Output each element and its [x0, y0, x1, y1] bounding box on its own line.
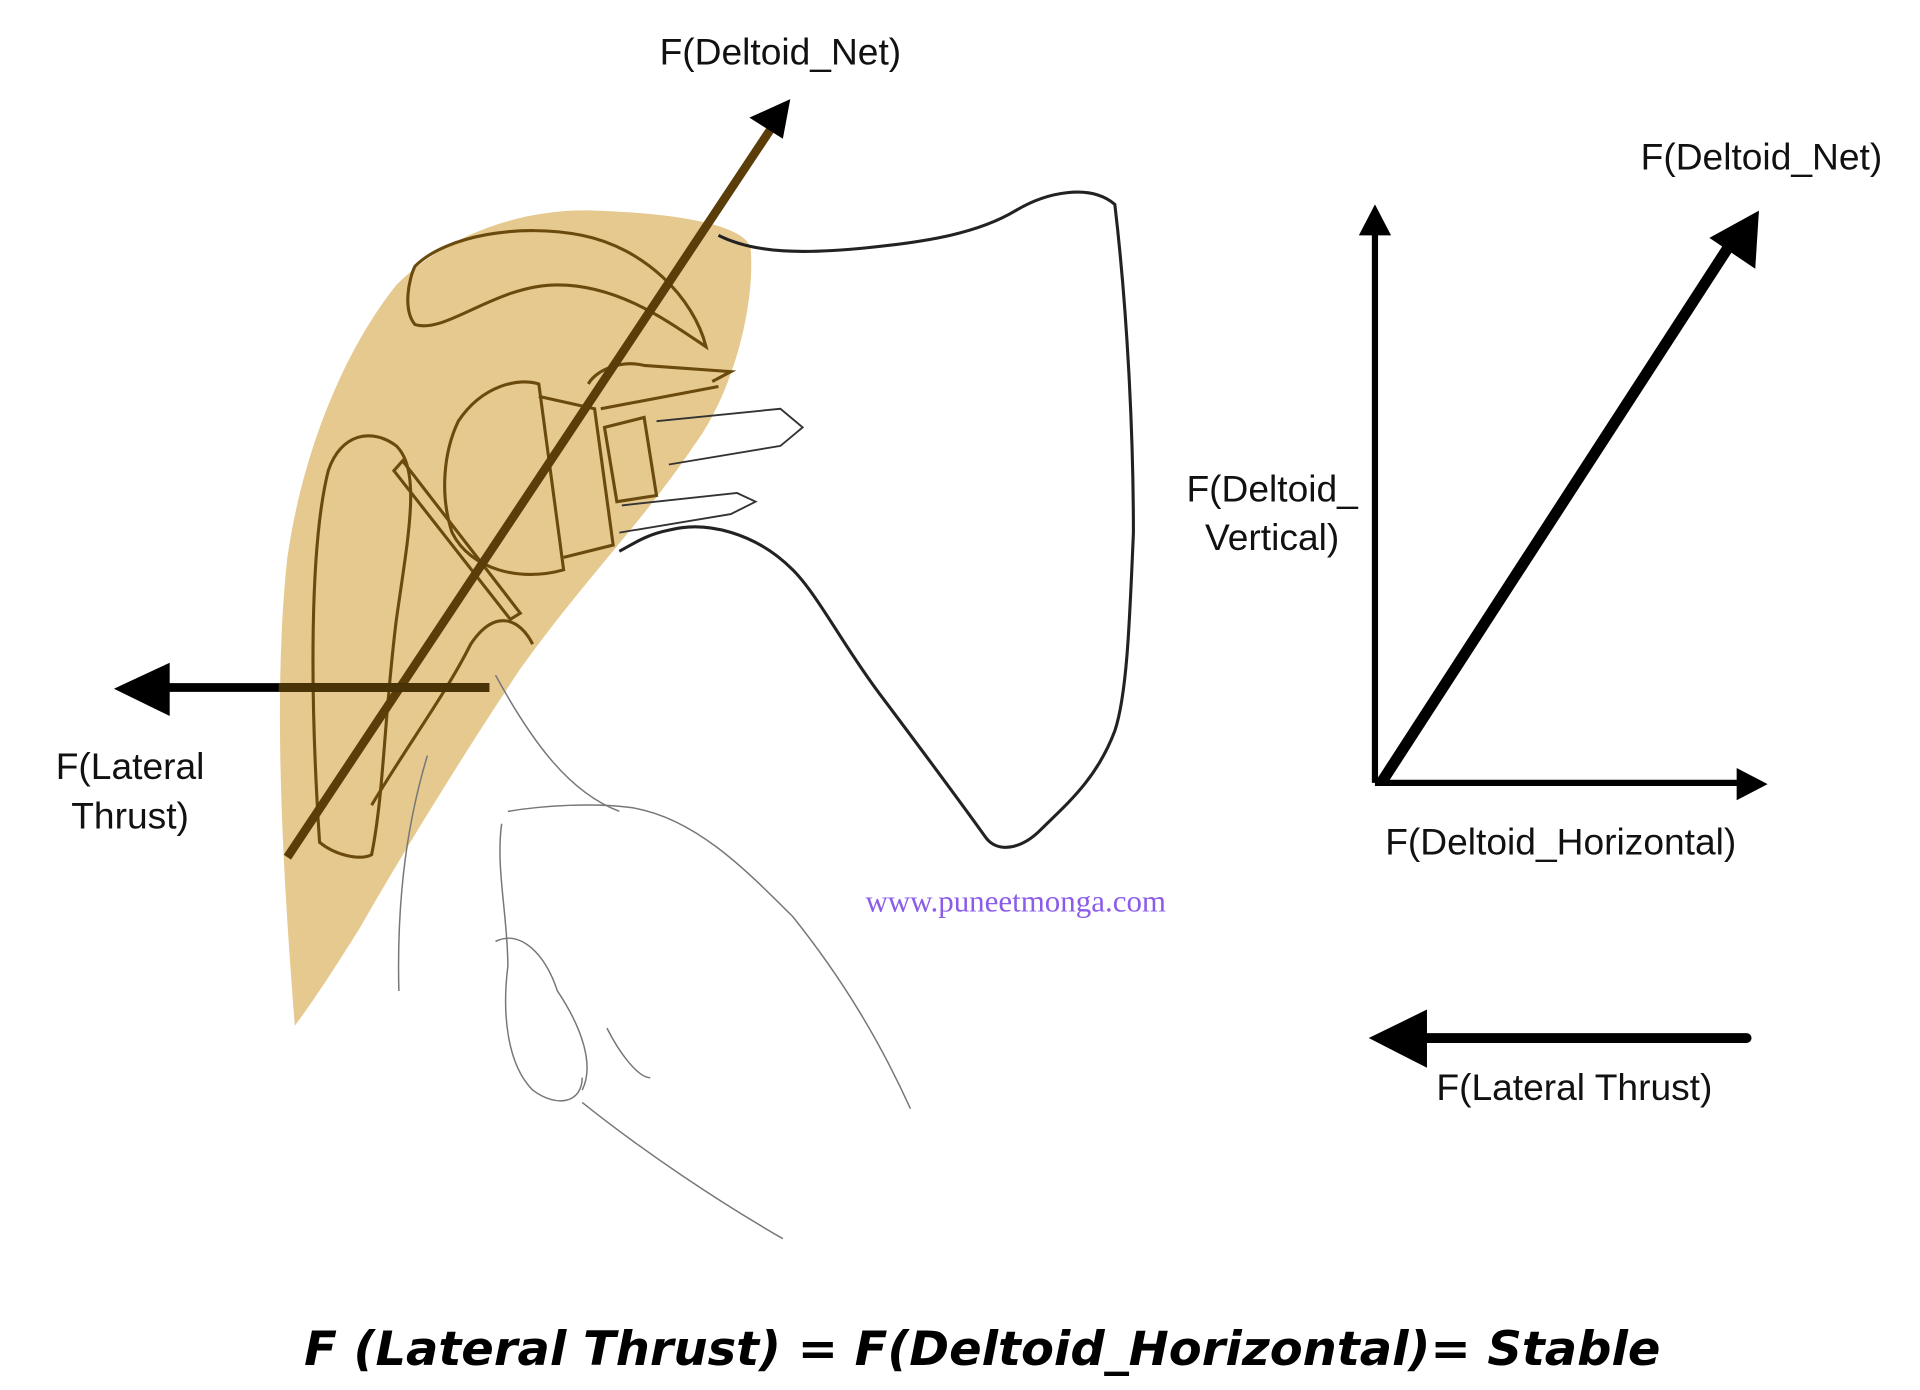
horizontal-label: F(Deltoid_Horizontal) [1385, 821, 1736, 863]
implant-outline [311, 229, 737, 859]
left-lateral-thrust-label-1: F(Lateral [56, 745, 205, 787]
net-force-arrow-right [1376, 210, 1759, 786]
humerus-shading [279, 210, 752, 1026]
deltoid-net-arrow-left [283, 99, 791, 860]
lateral-thrust-arrow-left [113, 662, 490, 716]
lateral-thrust-arrow-right [1368, 1009, 1752, 1068]
watermark: www.puneetmonga.com [865, 884, 1166, 919]
right-lateral-thrust-label: F(Lateral Thrust) [1436, 1066, 1712, 1108]
stability-equation: F (Lateral Thrust) = F(Deltoid_Horizonta… [304, 1322, 1660, 1377]
hand-sketch [397, 674, 912, 1240]
screws [619, 407, 805, 534]
left-lateral-thrust-label-2: Thrust) [71, 795, 189, 837]
left-net-force-label: F(Deltoid_Net) [660, 30, 902, 72]
vertical-label-1: F(Deltoid_ [1186, 468, 1359, 510]
right-net-label: F(Deltoid_Net) [1641, 136, 1883, 178]
horizontal-component-arrow [1374, 767, 1768, 801]
scapula-outline [618, 190, 1135, 849]
vertical-component-arrow [1358, 204, 1392, 783]
vertical-label-2: Vertical) [1205, 516, 1339, 558]
